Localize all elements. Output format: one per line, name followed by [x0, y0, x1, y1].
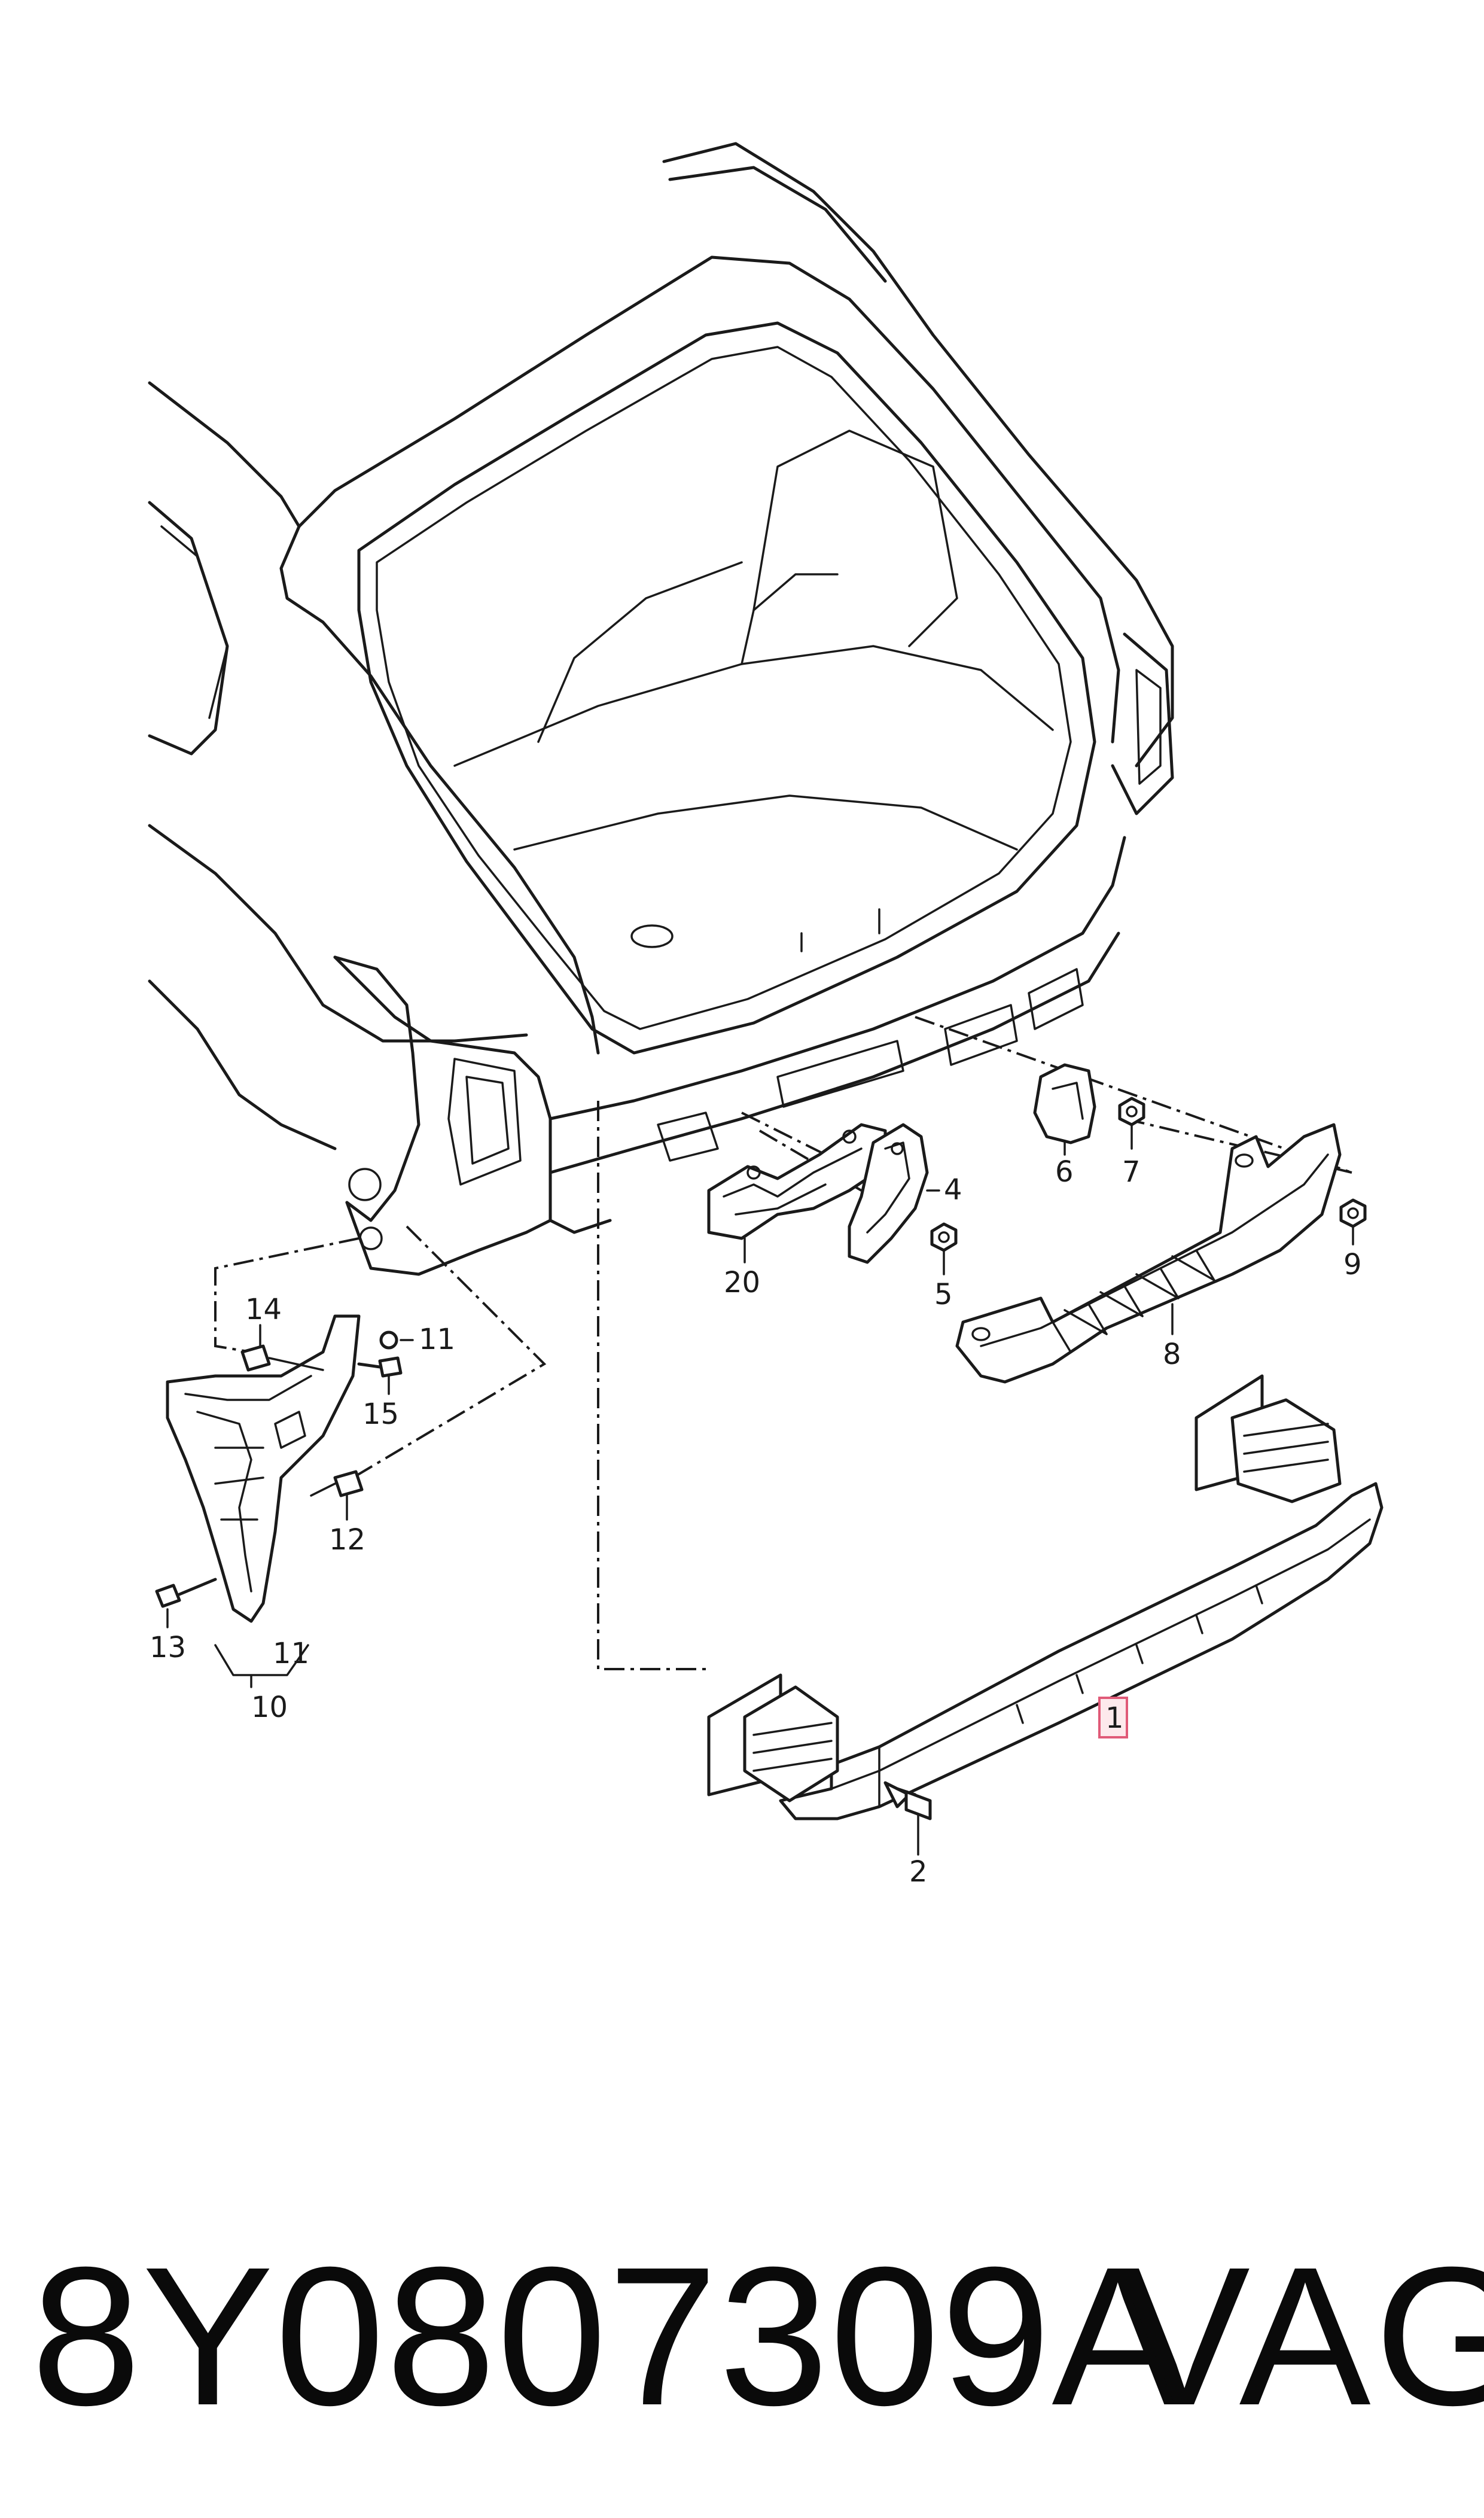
brand-label: VAG	[1119, 2225, 1484, 2446]
car-rear-body	[148, 142, 1174, 1276]
part-20-bracket	[707, 1123, 887, 1240]
callout-5: 5	[934, 1278, 953, 1311]
callout-6: 6	[1055, 1155, 1074, 1189]
callout-20: 20	[724, 1266, 760, 1299]
part-5-nut	[930, 1222, 958, 1252]
callout-2: 2	[909, 1855, 928, 1889]
callout-14: 14	[245, 1293, 282, 1326]
part-8-bumper-carrier	[955, 1123, 1342, 1384]
part-number-label: 8Y0807309A	[31, 2225, 1185, 2446]
highlight-box-part-1	[1098, 1697, 1128, 1738]
fasteners-left	[155, 1330, 403, 1608]
callout-11-upper: 11	[419, 1323, 455, 1356]
part-7-nut	[1118, 1097, 1145, 1126]
callout-11-lower: 11	[273, 1637, 309, 1670]
callout-12: 12	[329, 1523, 365, 1557]
callout-10: 10	[251, 1691, 288, 1724]
callout-7: 7	[1122, 1155, 1141, 1189]
callout-labels: 1 2 4 5 6 7 8 9 10 11 11 12 13 14 15 20	[150, 1155, 1362, 1889]
callout-8: 8	[1163, 1338, 1181, 1371]
part-6-bracket	[1033, 1063, 1096, 1144]
callout-1: 1	[1105, 1701, 1124, 1735]
part-10-side-bracket	[166, 1314, 361, 1623]
callout-4: 4	[944, 1173, 962, 1207]
callout-15: 15	[362, 1397, 399, 1431]
group-bracket-10-11	[214, 1644, 309, 1688]
callout-13: 13	[150, 1631, 186, 1664]
part-1-bumper-beam	[707, 1374, 1384, 1820]
callout-9: 9	[1343, 1248, 1362, 1281]
part-4-bracket	[848, 1123, 929, 1264]
part-9-nut	[1339, 1198, 1367, 1228]
